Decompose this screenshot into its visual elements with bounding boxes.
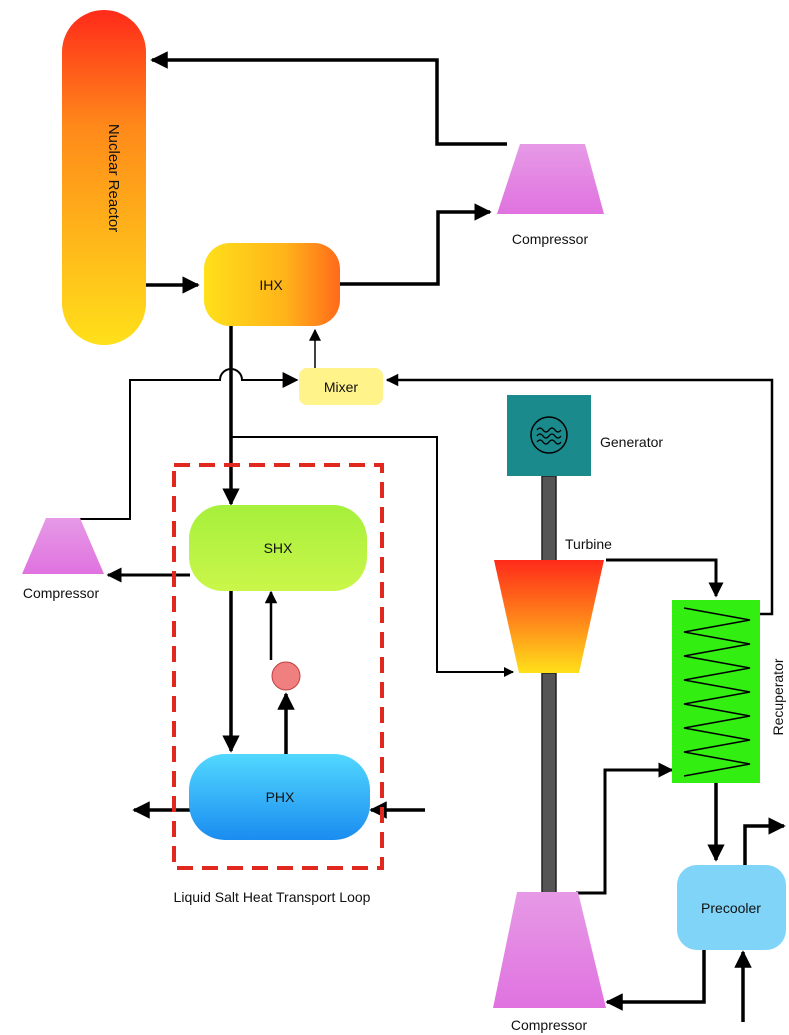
shx-exchanger xyxy=(189,505,367,591)
recuperator-label: Recuperator xyxy=(770,658,786,735)
compressor-bottom-label: Compressor xyxy=(511,1017,588,1033)
nuclear-reactor xyxy=(62,10,146,345)
flow-recuperator-to-mixer xyxy=(385,373,774,616)
flow-compressor-to-recuperator xyxy=(576,762,674,895)
precooler-label: Precooler xyxy=(701,900,761,916)
flow-branch-to-turbine xyxy=(231,436,514,677)
upper-shaft xyxy=(541,475,557,563)
flow-turbine-to-recuperator xyxy=(606,558,724,598)
flow-left-compressor-to-mixer xyxy=(76,368,299,520)
ihx-label: IHX xyxy=(259,277,283,293)
flow-ihx-to-compressor xyxy=(340,203,492,286)
compressor-left xyxy=(22,518,104,574)
pump xyxy=(271,661,301,691)
recuperator-coil-icon xyxy=(683,607,751,777)
compressor-left-label: Compressor xyxy=(23,585,100,601)
liquid-salt-loop-boundary xyxy=(172,463,384,870)
nuclear-reactor-label: Nuclear Reactor xyxy=(105,124,122,232)
flow-lines xyxy=(76,51,786,1022)
lower-shaft xyxy=(541,672,557,894)
compressor-top-label: Compressor xyxy=(512,231,589,247)
generator-label: Generator xyxy=(600,434,663,450)
mixer xyxy=(299,368,383,405)
flow-precooler-to-compressor xyxy=(605,950,706,1011)
compressor-bottom xyxy=(493,892,606,1008)
flow-compressor-to-reactor xyxy=(150,51,507,146)
mixer-label: Mixer xyxy=(324,379,359,395)
turbine xyxy=(494,560,604,673)
generator-icon xyxy=(530,416,568,454)
phx-exchanger xyxy=(189,754,370,840)
phx-label: PHX xyxy=(266,789,295,805)
turbine-label: Turbine xyxy=(565,536,612,552)
ihx-exchanger xyxy=(204,243,340,326)
compressor-top xyxy=(497,144,604,214)
shx-label: SHX xyxy=(264,540,293,556)
precooler xyxy=(677,865,786,950)
flow-coolant-out xyxy=(743,817,786,866)
loop-label: Liquid Salt Heat Transport Loop xyxy=(174,889,371,905)
